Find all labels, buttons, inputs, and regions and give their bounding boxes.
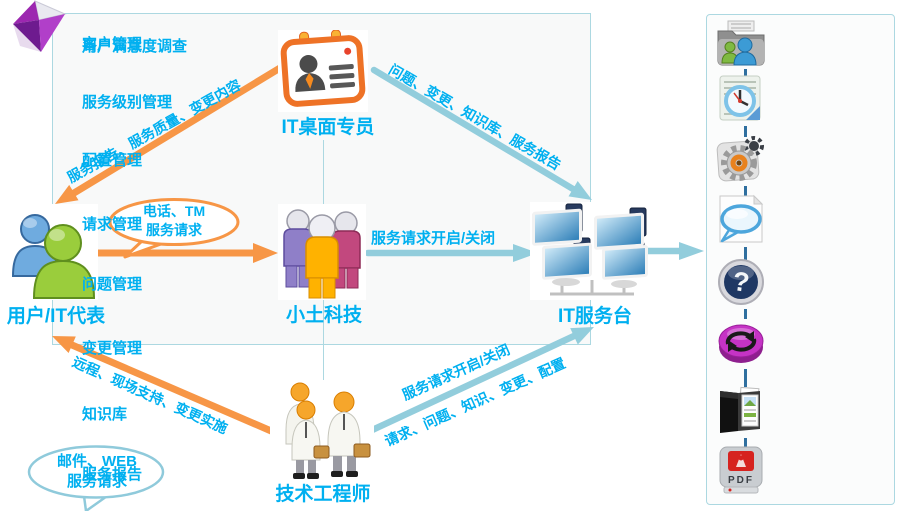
engineers-icon: [270, 380, 374, 482]
desktop-specialist-label: IT桌面专员: [281, 117, 375, 138]
panel-item-problem-mgmt: 问题管理: [82, 276, 143, 293]
purple-pyramid-logo-icon: [13, 0, 67, 52]
survey-label: 用户满意度调查: [82, 38, 188, 55]
panel-item-change-mgmt: 变更管理: [82, 340, 143, 357]
desktop-specialist-badge-icon: [278, 30, 368, 112]
problem-question-icon: ?: [718, 259, 764, 305]
svg-text:PDF: PDF: [728, 475, 754, 486]
user-rep-label: 用户/IT代表: [6, 306, 106, 327]
user-rep-people-icon: [10, 204, 98, 300]
svg-text:?: ?: [731, 266, 752, 298]
panel-item-customer-mgmt: 客户管理: [82, 36, 143, 53]
panel-connector: [744, 186, 747, 197]
arrow-engineer-to-desk: [364, 327, 594, 436]
panel-connector: [744, 69, 747, 77]
panel-item-knowledge-base: 知识库: [82, 406, 128, 423]
panel-connector: [744, 438, 747, 448]
panel-item-config-mgmt: 配置管理: [82, 152, 143, 169]
phone-bubble-line2: 服务请求: [146, 222, 202, 238]
knowledge-base-icon: [720, 386, 760, 433]
mail-bubble-line2: 服务请求: [66, 473, 127, 490]
mail-web-bubble: 邮件、WEB 服务请求: [26, 444, 168, 511]
sla-clock-icon: [719, 75, 761, 121]
xiaotu-label: 小土科技: [285, 305, 362, 326]
arrow-xiaotu-to-desk: [366, 244, 538, 262]
arrow-engineer-to-user: [52, 336, 289, 441]
customer-folder-icon: [717, 20, 765, 66]
service-desk-computers-icon: [530, 202, 648, 300]
panel-connector: [744, 309, 747, 319]
config-gear-icon: [716, 136, 764, 182]
panel-item-sla-mgmt: 服务级别管理: [82, 94, 173, 111]
panel-item-service-report: 服务报告: [82, 466, 143, 483]
service-desk-label: IT服务台: [558, 306, 632, 327]
panel-item-request-mgmt: 请求管理: [82, 216, 143, 233]
flow-label-request-open-close-mid: 服务请求开启/关闭: [371, 230, 496, 247]
arrow-desktop-to-desk: [370, 66, 592, 200]
change-cycle-icon: [718, 324, 764, 363]
xiaotu-team-icon: [278, 204, 366, 300]
arrow-desktop-to-user: [55, 64, 284, 204]
panel-connector: [744, 126, 747, 137]
phone-bubble-line1: 电话、TM: [142, 203, 206, 219]
request-chat-icon: [719, 194, 764, 243]
arrow-desk-to-panel: [642, 242, 704, 260]
panel-connector: [744, 369, 747, 387]
mail-bubble-line1: 邮件、WEB: [57, 453, 137, 470]
engineer-label: 技术工程师: [275, 484, 371, 505]
pdf-report-icon: PDF: [719, 446, 763, 494]
arrow-user-to-xiaotu: [94, 243, 278, 263]
panel-connector: [744, 247, 747, 260]
phone-request-bubble: 电话、TM 服务请求: [106, 197, 242, 261]
